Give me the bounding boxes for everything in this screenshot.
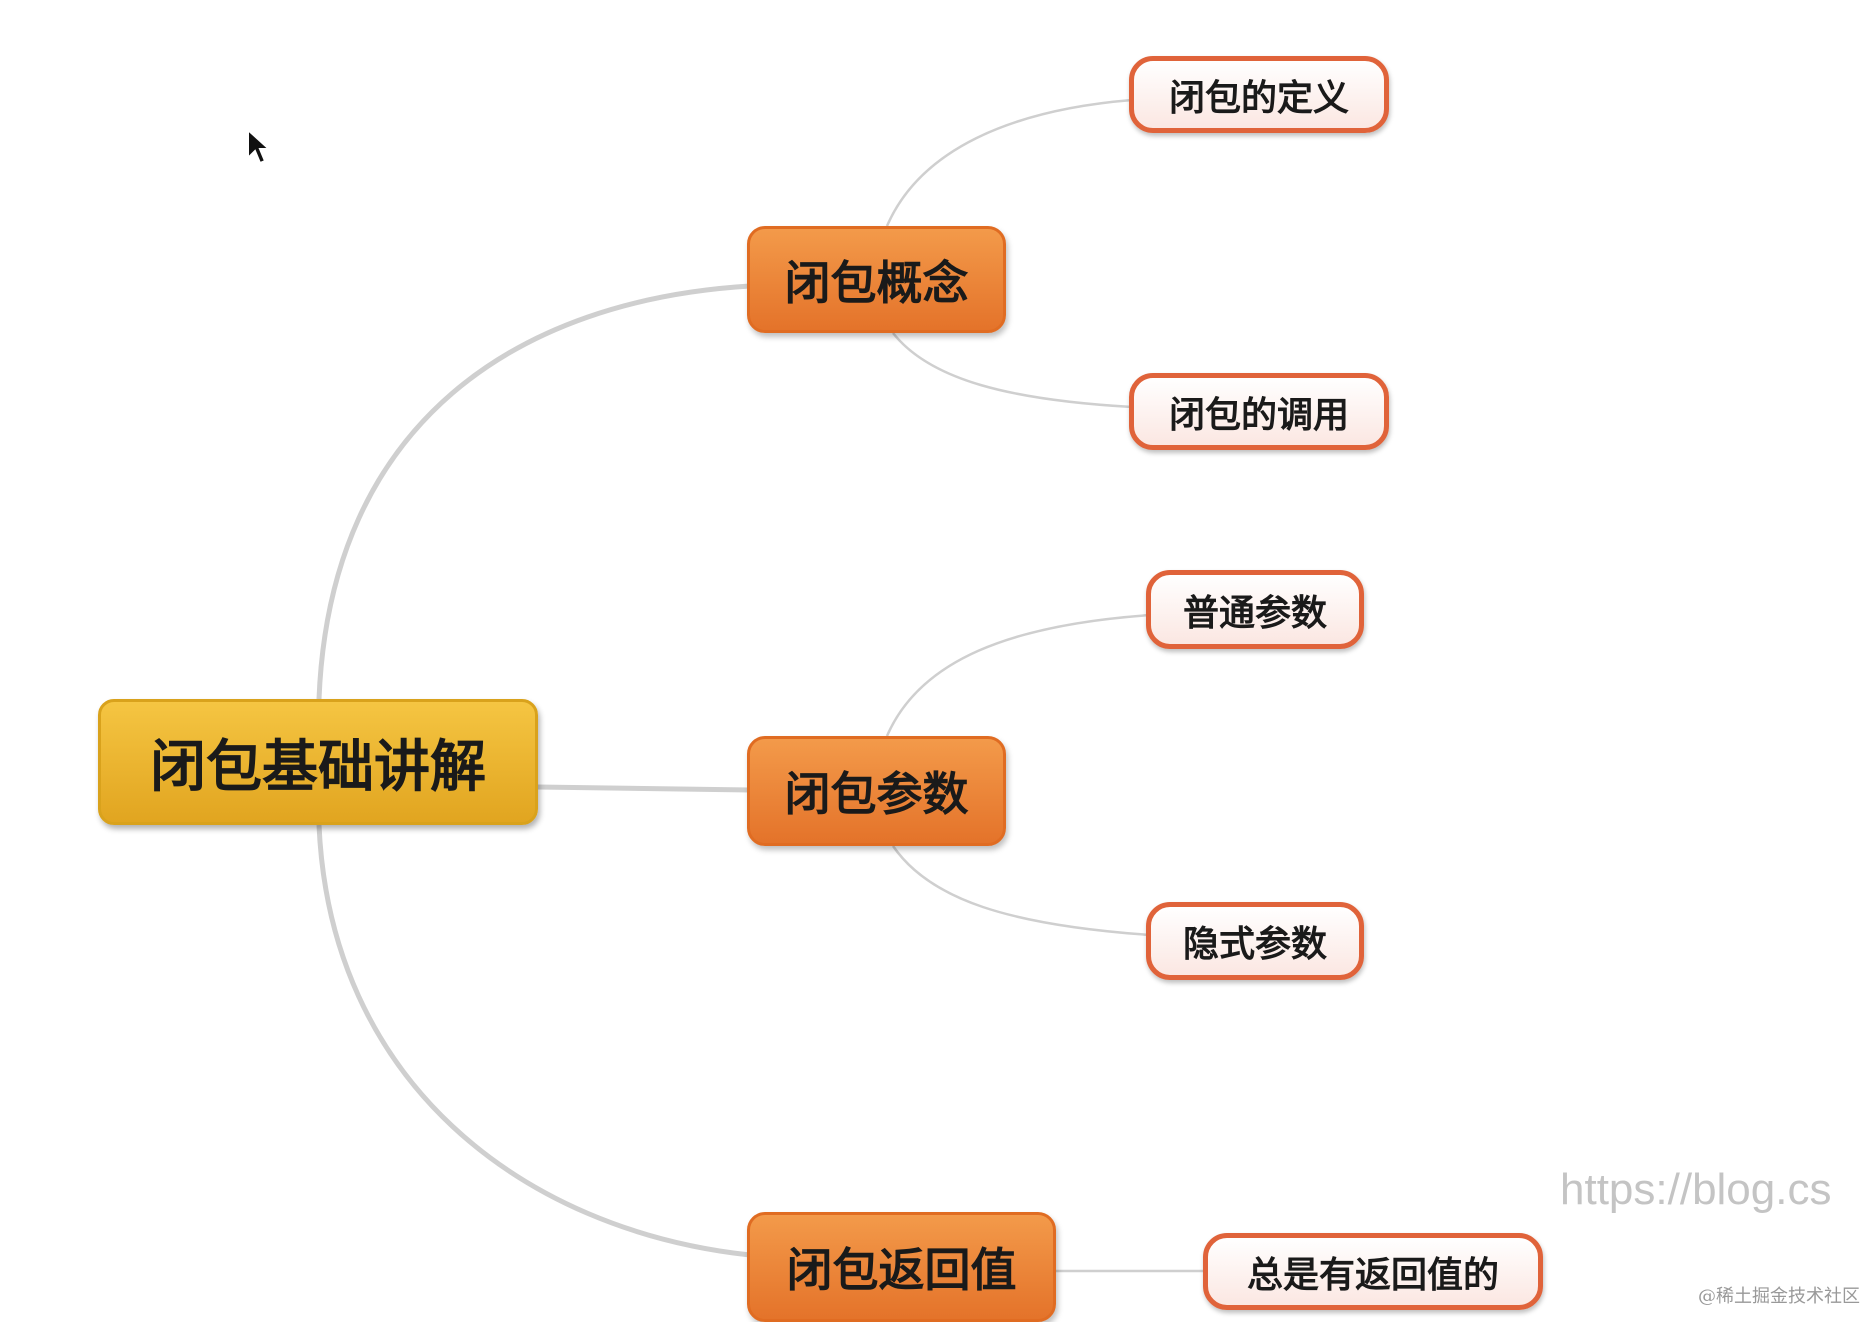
leaf-node-call[interactable]: 闭包的调用 <box>1129 373 1389 450</box>
branch-node-params[interactable]: 闭包参数 <box>747 736 1006 846</box>
connector-root-return <box>316 824 751 1258</box>
connector-concept-call <box>892 332 1133 409</box>
leaf-node-implicit-params[interactable]: 隐式参数 <box>1146 902 1364 980</box>
branch-node-return[interactable]: 闭包返回值 <box>747 1212 1056 1322</box>
connector-concept-definition <box>885 98 1133 227</box>
mouse-cursor-icon <box>247 128 272 165</box>
watermark-url: https://blog.cs <box>1560 1165 1832 1214</box>
connector-root-concept <box>316 283 751 700</box>
leaf-node-normal-params[interactable]: 普通参数 <box>1146 570 1364 649</box>
watermark-credit: @稀土掘金技术社区 <box>1698 1286 1860 1307</box>
connector-params-normal <box>885 613 1151 737</box>
root-node[interactable]: 闭包基础讲解 <box>98 699 538 825</box>
leaf-node-always-returns[interactable]: 总是有返回值的 <box>1203 1233 1543 1310</box>
connector-root-params <box>537 784 751 793</box>
leaf-node-definition[interactable]: 闭包的定义 <box>1129 56 1389 133</box>
branch-node-concept[interactable]: 闭包概念 <box>747 226 1006 333</box>
connector-params-implicit <box>891 845 1151 937</box>
